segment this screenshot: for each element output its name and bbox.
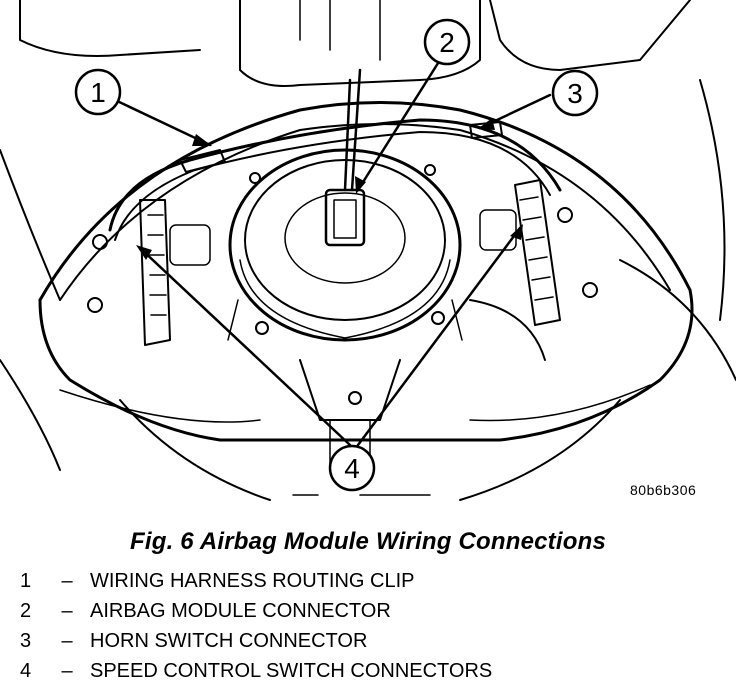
callout-number: 3 <box>567 78 583 109</box>
legend-number: 3 <box>20 630 32 652</box>
legend-item: 3 –HORN SWITCH CONNECTOR <box>20 626 492 656</box>
legend-number: 1 <box>20 570 32 592</box>
callout-1: 1 <box>74 68 122 116</box>
legend-separator: – <box>61 630 73 652</box>
callout-3: 3 <box>551 69 599 117</box>
dashboard-background <box>0 0 736 471</box>
leader-4a <box>138 246 352 447</box>
callout-markers: 1 2 3 4 <box>74 18 599 492</box>
callout-number: 4 <box>344 453 360 484</box>
airbag-wiring-illustration: 1 2 3 4 <box>0 0 736 501</box>
callout-leaders <box>113 58 552 447</box>
leader-1 <box>113 98 212 147</box>
leader-2 <box>356 58 442 192</box>
airbag-module-connector <box>324 68 366 247</box>
arrowheads <box>136 118 523 260</box>
legend-item: 2 –AIRBAG MODULE CONNECTOR <box>20 596 492 626</box>
legend-text: HORN SWITCH CONNECTOR <box>90 630 368 652</box>
leader-4b <box>356 226 522 447</box>
figure-reference-code: 80b6b306 <box>630 482 697 498</box>
legend-separator: – <box>61 570 73 592</box>
callout-number: 2 <box>439 27 455 58</box>
legend-number: 2 <box>20 600 32 622</box>
legend-text: WIRING HARNESS ROUTING CLIP <box>90 570 415 592</box>
wiring-harness <box>108 118 562 361</box>
callout-2: 2 <box>423 18 471 66</box>
callout-number: 1 <box>90 77 106 108</box>
legend-separator: – <box>61 600 73 622</box>
legend-text: SPEED CONTROL SWITCH CONNECTORS <box>90 660 493 682</box>
legend-text: AIRBAG MODULE CONNECTOR <box>90 600 391 622</box>
figure-caption: Fig. 6 Airbag Module Wiring Connections <box>129 528 607 555</box>
speed-control-switch-connectors <box>139 179 561 346</box>
mounting-screws <box>87 164 598 405</box>
legend-number: 4 <box>20 660 32 682</box>
legend-item: 4 –SPEED CONTROL SWITCH CONNECTORS <box>20 656 492 686</box>
callout-4: 4 <box>328 444 376 492</box>
legend-item: 1 –WIRING HARNESS ROUTING CLIP <box>20 566 492 596</box>
legend: 1–WIRING HARNESS ROUTING CLIP 2–AIRBAG M… <box>20 566 492 686</box>
legend-separator: – <box>61 660 73 682</box>
